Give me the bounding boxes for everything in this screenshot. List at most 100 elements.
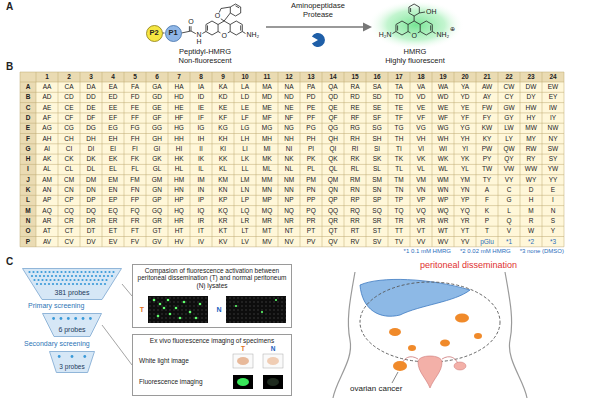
table-cell: RA — [344, 82, 366, 92]
table-cell: Q — [498, 216, 520, 226]
table-cell: MT — [256, 226, 278, 236]
table-cell: SR — [366, 216, 388, 226]
table-cell: SG — [366, 123, 388, 133]
table-header: 3 — [80, 72, 102, 82]
table-cell: HV — [168, 237, 190, 247]
grid-line — [498, 72, 499, 247]
table-cell: GR — [146, 216, 168, 226]
table-cell: QK — [322, 154, 344, 164]
grid-line — [20, 112, 564, 113]
table-cell: L — [498, 206, 520, 216]
table-cell: LI — [234, 144, 256, 154]
table-header: 17 — [388, 72, 410, 82]
table-cell: DK — [80, 154, 102, 164]
grid-line — [542, 72, 543, 247]
table-cell: PG — [300, 123, 322, 133]
funnel-shape — [50, 352, 95, 373]
table-cell: HL — [168, 164, 190, 174]
table-cell: E — [542, 185, 564, 195]
grid-line — [20, 246, 564, 247]
table-cell: CK — [58, 154, 80, 164]
table-cell: DF — [80, 113, 102, 123]
imaging-box: Ex vivo fluorescence imaging of specimen… — [132, 334, 292, 396]
table-cell: D — [520, 185, 542, 195]
probe-dot — [35, 275, 37, 277]
table-cell: YY — [542, 175, 564, 185]
table-cell: CT — [58, 226, 80, 236]
table-cell: AA — [36, 82, 58, 92]
table-cell: HA — [168, 82, 190, 92]
probe-dot — [80, 271, 82, 273]
connector — [102, 325, 132, 365]
table-cell: HW — [520, 103, 542, 113]
grid-line — [432, 72, 433, 247]
table-cell: DD — [80, 92, 102, 102]
probe-dot — [74, 317, 77, 320]
table-cell: FM — [124, 175, 146, 185]
table-cell: EQ — [102, 206, 124, 216]
probe-dot — [41, 279, 43, 281]
table-cell: NK — [278, 154, 300, 164]
table-cell: WF — [432, 113, 454, 123]
table-cell: AK — [36, 154, 58, 164]
table-cell: *3 — [542, 237, 564, 247]
grid-line — [20, 92, 564, 93]
table-cell: PR — [300, 216, 322, 226]
specimen — [267, 378, 279, 386]
table-cell: KV — [212, 237, 234, 247]
probe-dot — [28, 271, 30, 273]
table-cell: GY — [498, 113, 520, 123]
table-cell: FR — [124, 216, 146, 226]
table-cell: RN — [344, 185, 366, 195]
probe-dot — [44, 271, 46, 273]
table-cell: ST — [366, 226, 388, 236]
table-cell: QM — [322, 175, 344, 185]
probe-dot — [111, 275, 113, 277]
table-cell: PM — [300, 175, 322, 185]
table-cell: DV — [80, 237, 102, 247]
table-cell: FW — [476, 103, 498, 113]
table-cell: KQ — [212, 206, 234, 216]
table-cell: QW — [498, 144, 520, 154]
table-cell: DP — [80, 195, 102, 205]
probe-dot — [77, 279, 79, 281]
table-cell: CG — [58, 123, 80, 133]
table-cell: HI — [168, 144, 190, 154]
table-cell: KE — [212, 103, 234, 113]
table-cell: LK — [234, 154, 256, 164]
table-cell: SL — [366, 164, 388, 174]
screening-box: Compasion of fluorescence activation bet… — [132, 264, 292, 328]
table-cell: EI — [102, 144, 124, 154]
table-cell: RY — [520, 154, 542, 164]
table-cell: VM — [410, 175, 432, 185]
table-cell: P — [476, 216, 498, 226]
table-cell: NI — [278, 144, 300, 154]
table-cell: FQ — [124, 206, 146, 216]
table-cell: PE — [300, 103, 322, 113]
step-label: Secondary screening — [24, 340, 90, 348]
table-row-header: G — [20, 144, 36, 154]
table-cell: YI — [454, 144, 476, 154]
table-cell: VE — [410, 103, 432, 113]
table-cell: RL — [344, 164, 366, 174]
table-cell: SA — [366, 82, 388, 92]
table-cell: I — [542, 195, 564, 205]
table-cell: YD — [454, 92, 476, 102]
table-header: 7 — [168, 72, 190, 82]
arrow-head — [363, 23, 372, 32]
table-cell: SF — [366, 113, 388, 123]
table-cell: MH — [256, 134, 278, 144]
probe-dot — [64, 283, 66, 285]
table-cell: TY — [476, 175, 498, 185]
probe-dot — [40, 283, 42, 285]
table-cell: YV — [454, 237, 476, 247]
table-cell: IH — [190, 134, 212, 144]
table-cell: ET — [102, 226, 124, 236]
table-cell: AD — [36, 92, 58, 102]
table-cell: ID — [190, 92, 212, 102]
node-text: P2 — [149, 29, 158, 37]
table-cell: pGlu — [476, 237, 498, 247]
table-cell: LQ — [234, 206, 256, 216]
grid-line — [322, 72, 323, 247]
